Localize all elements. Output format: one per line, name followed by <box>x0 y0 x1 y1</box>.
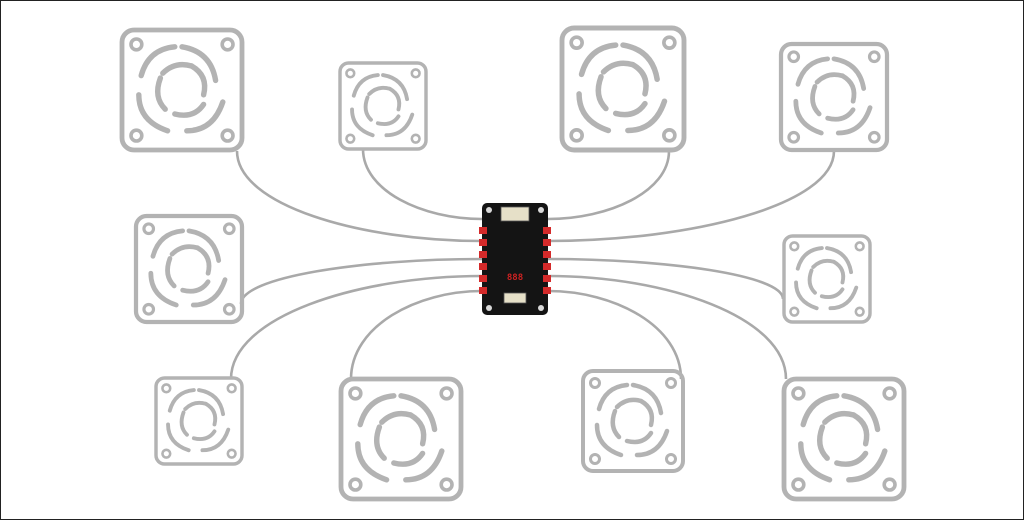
mounting-hole <box>486 305 492 311</box>
fan-cable <box>229 274 483 380</box>
sata-power-connector <box>500 206 530 222</box>
fan-icon <box>338 61 428 151</box>
fan-header-left <box>479 287 487 294</box>
molex-connector <box>503 292 527 304</box>
fan-header-left <box>479 275 487 282</box>
fan-header-right <box>543 251 551 258</box>
fan-header-left <box>479 251 487 258</box>
fan-header-left <box>479 263 487 270</box>
fan-cable <box>547 289 683 380</box>
fan-header-right <box>543 239 551 246</box>
hub-pcb <box>482 203 548 315</box>
fan-header-right <box>543 227 551 234</box>
fan-cable <box>547 150 671 221</box>
fan-icon <box>782 234 872 324</box>
mounting-hole <box>538 305 544 311</box>
fan-header-right <box>543 263 551 270</box>
fan-hub-board: 888 <box>479 203 551 315</box>
fan-cable <box>547 274 788 380</box>
fan-cable <box>235 150 483 243</box>
fan-icon <box>784 379 904 499</box>
fan-icon <box>341 379 461 499</box>
fan-icon <box>583 371 683 471</box>
fan-header-left <box>479 227 487 234</box>
mounting-hole <box>538 207 544 213</box>
wires <box>229 148 836 380</box>
fan-icon <box>136 216 242 322</box>
fan-cable <box>349 289 483 380</box>
fan-header-right <box>543 287 551 294</box>
fan-connectors <box>479 227 551 294</box>
fan-header-left <box>479 239 487 246</box>
fan-cable <box>239 257 483 305</box>
fan-icon <box>562 28 684 150</box>
fan-cable <box>361 148 483 221</box>
fan-cable <box>547 257 785 300</box>
fan-icon <box>122 30 242 150</box>
fan-icon <box>781 44 887 150</box>
fan-cable <box>547 150 836 243</box>
fan-header-right <box>543 275 551 282</box>
fan-icon <box>154 376 244 466</box>
mounting-hole <box>486 207 492 213</box>
hub-display: 888 <box>507 273 523 283</box>
